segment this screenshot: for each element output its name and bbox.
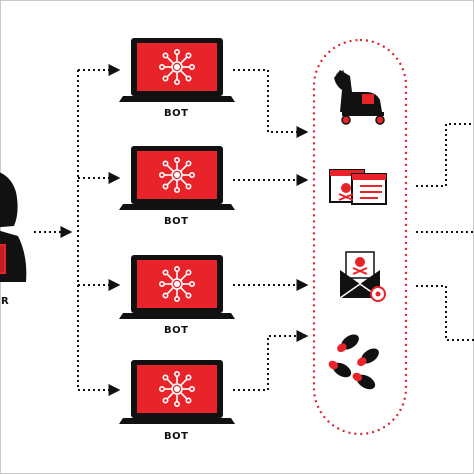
bot-laptop-1 bbox=[118, 37, 236, 103]
malware-bugs-icon bbox=[328, 334, 379, 390]
phishing-page-icon bbox=[329, 169, 387, 205]
bot-laptop-4 bbox=[118, 359, 236, 425]
attacker-label: R bbox=[1, 296, 10, 307]
hacker-icon bbox=[0, 172, 27, 282]
bot-label-2: BOT bbox=[164, 216, 189, 227]
bot-label-1: BOT bbox=[164, 108, 189, 119]
bot-label-4: BOT bbox=[164, 431, 189, 442]
bot-label-3: BOT bbox=[164, 325, 189, 336]
spam-email-icon bbox=[339, 251, 386, 302]
attack-types-container bbox=[312, 38, 408, 436]
bot-laptop-2 bbox=[118, 145, 236, 211]
bot-laptop-3 bbox=[118, 254, 236, 320]
trojan-horse-icon bbox=[334, 70, 385, 125]
